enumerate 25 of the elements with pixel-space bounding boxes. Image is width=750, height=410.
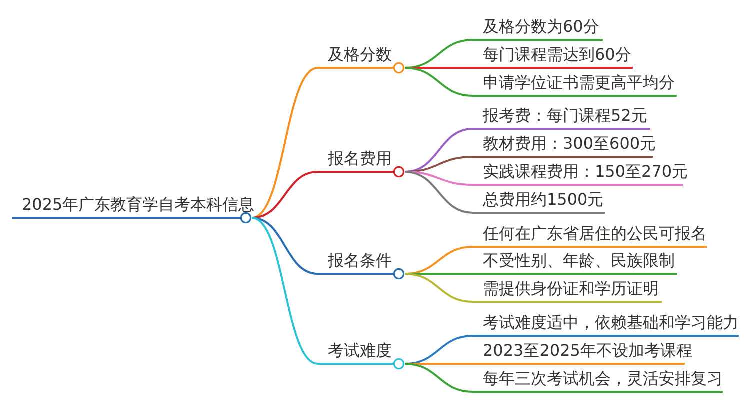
topic-label: 实践课程费用：150至270元 [483,162,688,182]
topic-label: 申请学位证书需更高平均分 [483,73,675,93]
topic-label: 及格分数 [328,45,392,65]
topic-label: 报名费用 [328,149,392,169]
branch-line [252,217,318,365]
topic-label: 任何在广东省居住的公民可报名 [483,224,707,244]
branch-line [404,273,474,303]
branch-line [404,363,474,393]
root-topic-label: 2025年广东教育学自考本科信息 [22,195,255,215]
topic-label: 不受性别、年龄、民族限制 [483,251,675,271]
branch-line [404,67,474,97]
topic-label: 教材费用：300至600元 [483,134,656,154]
branch-line [404,171,474,214]
topic-label: 总费用约1500元 [483,190,604,210]
topic-label: 报考费：每门课程52元 [483,106,648,126]
topic-label: 考试难度适中，依赖基础和学习能力 [483,313,739,333]
topic-label: 每年三次考试机会，灵活安排复习 [483,369,723,389]
topic-label: 每门课程需达到60分 [483,45,632,65]
topic-label: 考试难度 [328,341,392,361]
topic-label: 及格分数为60分 [483,17,600,37]
topic-label: 报名条件 [328,251,392,271]
branch-line [252,217,318,275]
topic-label: 需提供身份证和学历证明 [483,279,659,299]
topic-label: 2023至2025年不设加考课程 [483,341,692,361]
branch-line [252,67,318,219]
